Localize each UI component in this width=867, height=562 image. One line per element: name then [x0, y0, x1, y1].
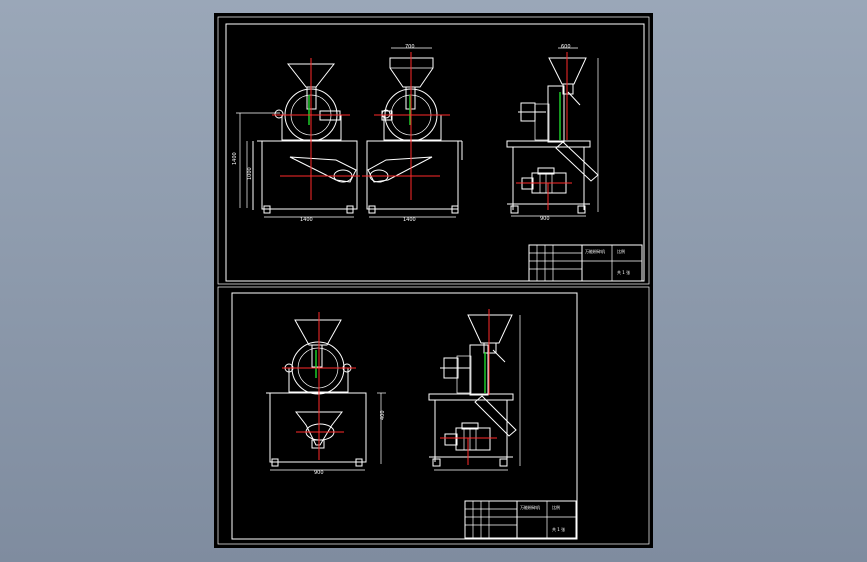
sheet-2-border: [231, 292, 578, 540]
sheet-2-frame: [217, 286, 650, 545]
title-block-2-scale: 比例: [552, 504, 560, 510]
dim-base-width-2: 900: [314, 470, 324, 476]
title-block-2: 万能粉碎机 比例 共 1 张: [464, 500, 577, 539]
dim-base-height: 1000: [247, 167, 253, 180]
sheet-1-outer-border: [217, 16, 650, 285]
title-block-2-title: 万能粉碎机: [520, 504, 540, 510]
side-view-1: 600 900: [506, 44, 599, 222]
title-block-1-scale: 比例: [617, 248, 625, 254]
title-block-1: 万能粉碎机 比例 共 1 张: [528, 244, 643, 282]
side-view-2: [428, 309, 521, 471]
sheet-1: 1400 1000 1400 700: [217, 16, 650, 285]
title-block-2-sheets: 共 1 张: [552, 526, 565, 532]
title-block-1-sheets: 共 1 张: [617, 269, 630, 275]
dim-outlet-2: 400: [380, 410, 386, 420]
front-view-machine-a: 1400 1000 1400: [232, 58, 360, 223]
dim-top-width: 700: [405, 44, 415, 50]
front-view-2: 900 400: [266, 312, 386, 476]
front-view-machine-b: 700 1400: [362, 44, 463, 223]
dim-base-width-b: 1400: [403, 217, 416, 223]
title-block-1-title: 万能粉碎机: [585, 248, 605, 254]
dim-total-height: 1400: [232, 152, 238, 165]
sheet-1-inner-border: [225, 23, 645, 282]
dim-side-top: 600: [561, 44, 571, 50]
sheet-2: 900 400: [217, 286, 650, 545]
dim-base-width-a: 1400: [300, 217, 313, 223]
dim-side-base: 900: [540, 216, 550, 222]
